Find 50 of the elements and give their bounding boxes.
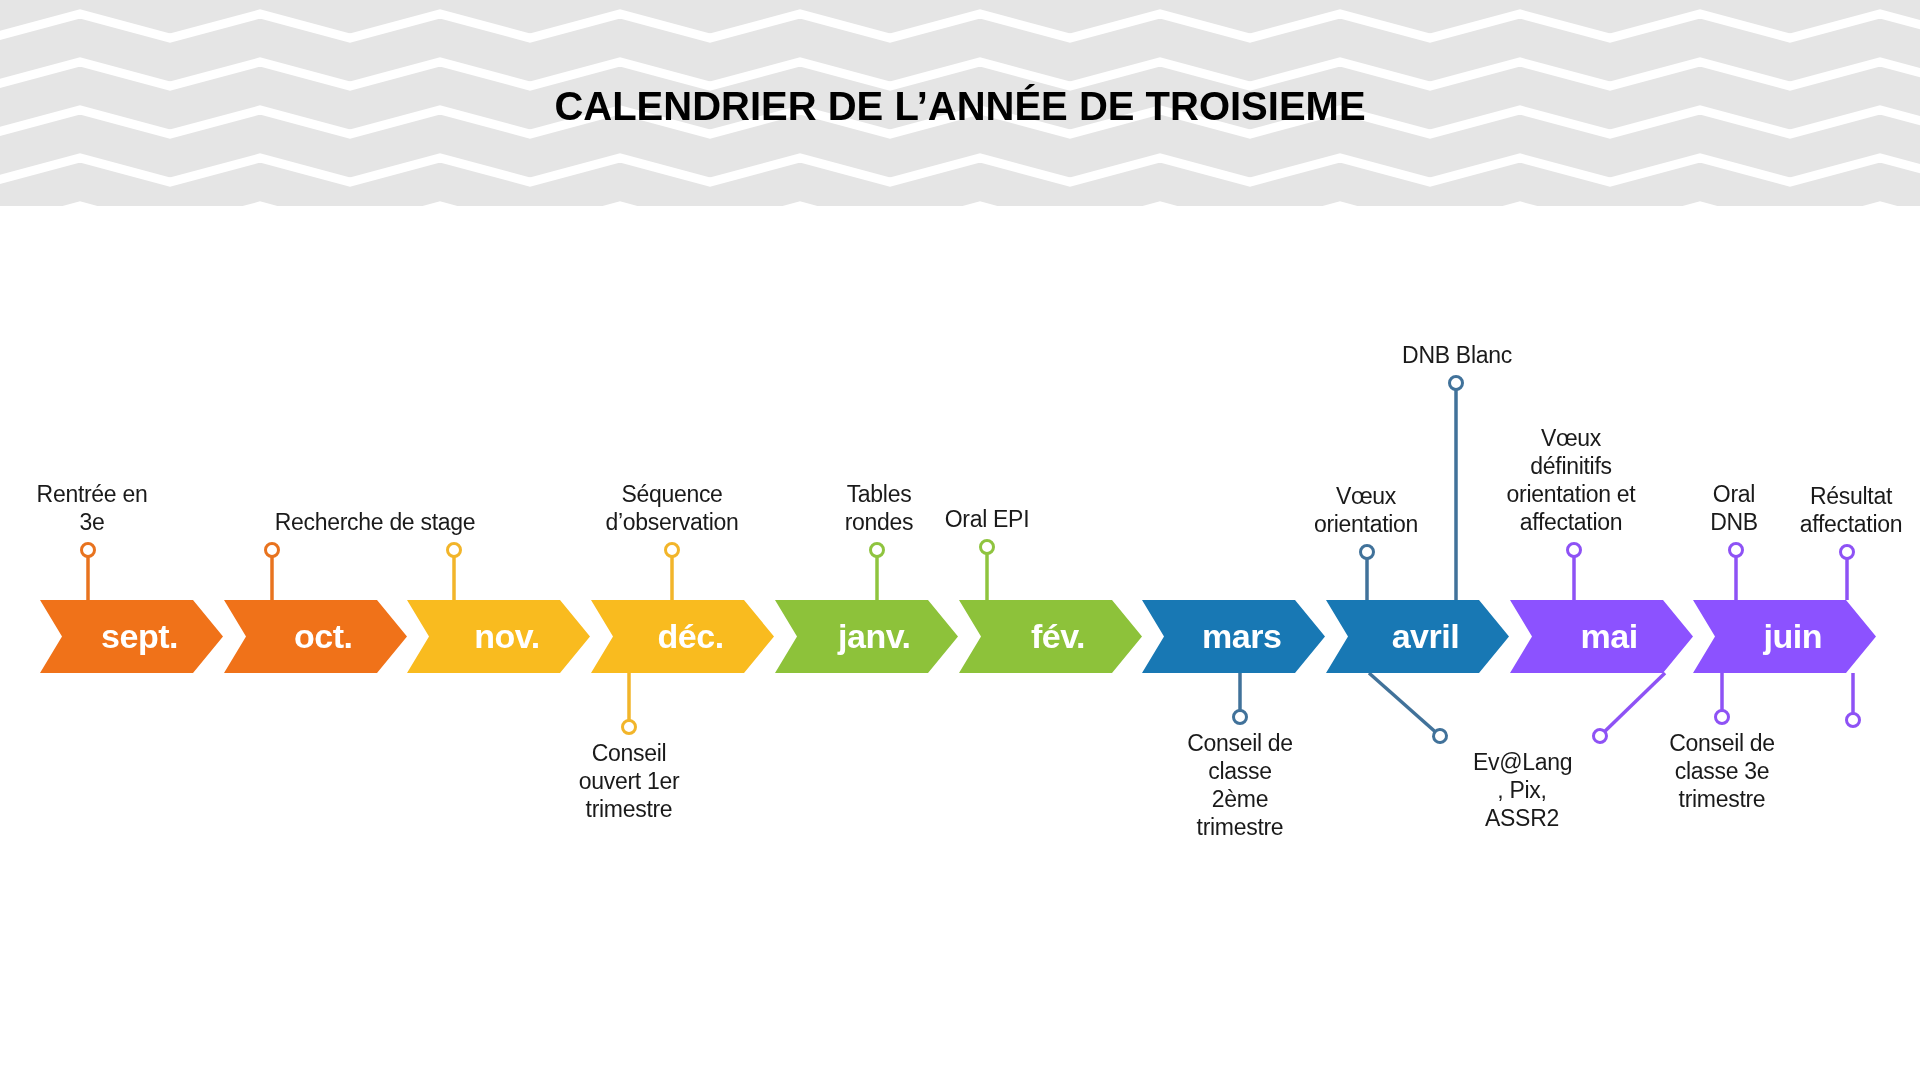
month-band [958, 600, 1142, 673]
event-label: DNB Blanc [1372, 341, 1542, 383]
month-band [40, 600, 223, 673]
pin-line [446, 542, 462, 600]
event-label: Vœux définitifs orientation et affectation [1501, 424, 1641, 550]
month-label: déc. [657, 616, 724, 657]
month-label: fév. [1030, 616, 1086, 657]
pin-line [1232, 673, 1248, 725]
month-band [1509, 600, 1693, 673]
pin-line [1367, 671, 1448, 744]
pin-line [1592, 671, 1667, 744]
event-label: Conseil de classe 3e trimestre [1660, 717, 1784, 813]
pin-line [1839, 544, 1855, 600]
pin-line [869, 542, 885, 600]
pin-line [621, 673, 637, 735]
month-label: avril [1391, 616, 1460, 657]
event-label: Oral DNB [1692, 480, 1776, 550]
month-band [1325, 600, 1509, 673]
pin-line [1728, 542, 1744, 600]
event-label: Conseil ouvert 1er trimestre [565, 727, 693, 823]
pin-line [1566, 542, 1582, 600]
event-label: Résultat affectation [1786, 482, 1916, 552]
month-band [407, 600, 591, 673]
month-band [1142, 600, 1326, 673]
month-band [774, 600, 958, 673]
event-label: Rentrée en 3e [22, 480, 162, 550]
pin-line [1359, 544, 1375, 600]
month-label: mars [1202, 616, 1282, 657]
pin-line [1448, 375, 1464, 600]
month-label: juin [1763, 616, 1822, 657]
pin-line [264, 542, 280, 600]
month-band [591, 600, 775, 673]
pin-line [664, 542, 680, 600]
event-label: Vœux orientation [1291, 482, 1441, 552]
pin-line [979, 539, 995, 600]
event-label: Ev@Lang , Pix, ASSR2 [1430, 736, 1614, 832]
pin-line [1845, 673, 1861, 728]
month-band [223, 600, 407, 673]
month-label: janv. [838, 616, 911, 657]
month-label: oct. [293, 616, 353, 657]
event-label: Recherche de stage [255, 508, 495, 550]
title: CALENDRIER DE L’ANNÉE DE TROISIEME [554, 84, 1366, 129]
event-label: Séquence d’observation [577, 480, 767, 550]
month-label: mai [1580, 616, 1638, 657]
month-label: nov. [474, 616, 540, 657]
pin-line [1714, 673, 1730, 725]
pin-line [80, 542, 96, 600]
month-band [1693, 600, 1877, 673]
event-label: Conseil de classe 2ème trimestre [1178, 717, 1302, 841]
month-label: sept. [101, 616, 178, 657]
